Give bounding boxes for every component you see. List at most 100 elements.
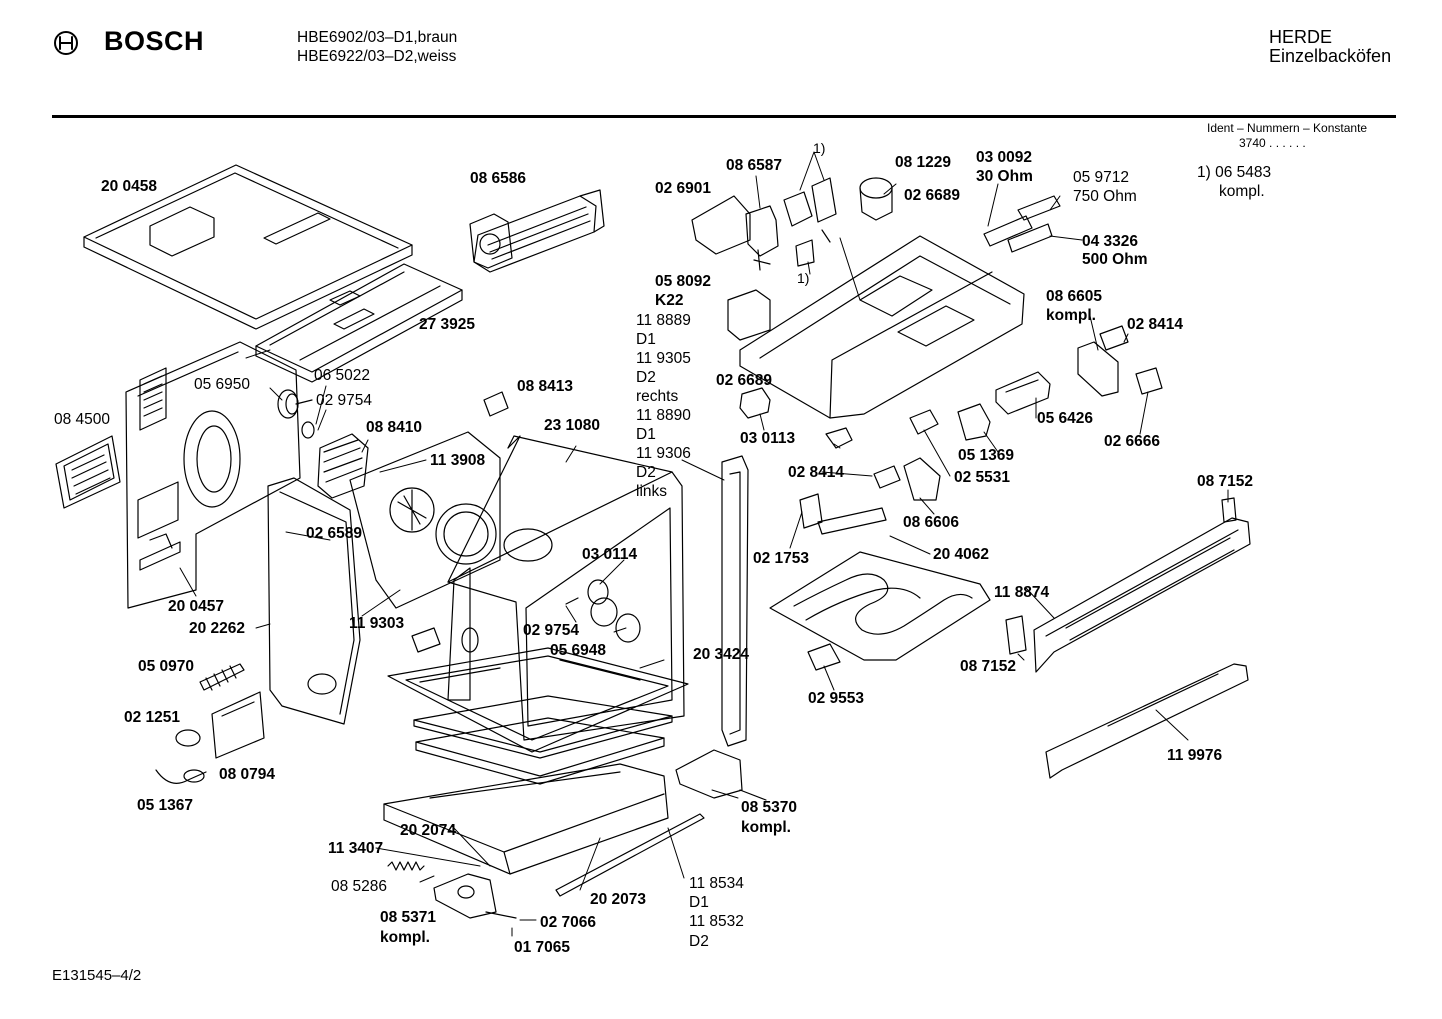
block-part <box>411 627 441 653</box>
footnote-line-1: 06 5483 <box>1215 164 1272 181</box>
label-02-6689-a: 02 6689 <box>904 187 960 204</box>
part-labels: 20 0458 08 6586 27 3925 08 4500 05 6950 … <box>54 140 1253 956</box>
top-cover-part <box>83 164 413 330</box>
resistor-part <box>983 195 1061 253</box>
end-cap-part <box>1005 497 1237 655</box>
label-11-8534-d1: D1 <box>689 894 709 911</box>
label-08-5371: 08 5371 <box>380 909 436 926</box>
bracket-part <box>903 457 941 501</box>
label-20-4062: 20 4062 <box>933 546 989 563</box>
switch-block-part <box>995 371 1051 415</box>
label-08-6606: 08 6606 <box>903 514 959 531</box>
model-line-1: HBE6902/03–D1,braun <box>297 29 458 46</box>
label-02-8414-b: 02 8414 <box>1127 316 1183 333</box>
label-08-8410: 08 8410 <box>366 419 422 436</box>
label-30-ohm: 30 Ohm <box>976 168 1033 185</box>
label-500-ohm: 500 Ohm <box>1082 251 1147 268</box>
label-08-6587: 08 6587 <box>726 157 782 174</box>
label-08-7152-a: 08 7152 <box>1197 473 1253 490</box>
tangential-fan-part <box>469 189 605 273</box>
socket-part <box>1135 367 1163 395</box>
label-11-9305: 11 9305 <box>636 350 691 367</box>
plug-part <box>483 391 509 417</box>
side-panel-part <box>125 341 301 609</box>
timer-motor-part <box>859 177 893 221</box>
label-11-8874: 11 8874 <box>994 584 1050 601</box>
ident-block: Ident – Nummern – Konstante 3740 . . . .… <box>1207 121 1367 151</box>
micro-switch-part <box>739 387 771 419</box>
label-08-0794: 08 0794 <box>219 766 275 783</box>
label-05-6948: 05 6948 <box>550 642 606 659</box>
label-11-9303: 11 9303 <box>349 615 405 632</box>
terminal-part <box>825 427 853 449</box>
label-11-8534: 11 8534 <box>689 875 744 892</box>
label-05-6426: 05 6426 <box>1037 410 1093 427</box>
label-750-ohm: 750 Ohm <box>1073 188 1137 205</box>
label-08-6605-kompl: kompl. <box>1046 307 1096 324</box>
door-gasket-part <box>387 647 689 753</box>
label-02-6901: 02 6901 <box>655 180 711 197</box>
brand-name: BOSCH <box>104 26 205 56</box>
label-d2-a: D2 <box>636 369 656 386</box>
label-k22: K22 <box>655 292 683 309</box>
header-divider <box>52 115 1396 118</box>
label-11-8532: 11 8532 <box>689 913 744 930</box>
side-support-part <box>721 455 749 747</box>
label-11-9976: 11 9976 <box>1167 747 1223 764</box>
label-08-4500: 08 4500 <box>54 411 110 428</box>
label-03-0113: 03 0113 <box>740 430 796 447</box>
model-line-2: HBE6922/03–D2,weiss <box>297 48 457 65</box>
fan-motor-part <box>301 421 369 499</box>
label-links: links <box>636 483 667 500</box>
label-08-1229: 08 1229 <box>895 154 951 171</box>
switch-part <box>783 177 837 267</box>
housing-part <box>1077 341 1119 397</box>
label-03-0092: 03 0092 <box>976 149 1032 166</box>
label-08-6605: 08 6605 <box>1046 288 1102 305</box>
document-code: E131545–4/2 <box>52 967 142 984</box>
oven-cavity-part <box>447 435 685 741</box>
label-08-5286: 08 5286 <box>331 878 387 895</box>
label-note-ref-b: 1) <box>797 270 809 286</box>
label-08-5370-kompl: kompl. <box>741 819 791 836</box>
label-11-3407: 11 3407 <box>328 840 383 857</box>
rear-panel-part <box>255 263 463 383</box>
holder-part <box>807 643 841 671</box>
label-08-8413: 08 8413 <box>517 378 573 395</box>
label-11-8890: 11 8890 <box>636 407 691 424</box>
label-02-6689-b: 02 6689 <box>716 372 772 389</box>
label-d1-b: D1 <box>636 426 656 443</box>
fan-plate-part <box>349 431 501 609</box>
thermostat-part <box>745 205 779 271</box>
control-board-part <box>211 691 265 759</box>
ident-value: 3740 . . . . . . <box>1239 136 1306 150</box>
label-d2-b: D2 <box>636 464 656 481</box>
label-05-1369: 05 1369 <box>958 447 1014 464</box>
footnote-line-2: kompl. <box>1219 183 1265 200</box>
label-20-0457: 20 0457 <box>168 598 224 615</box>
vent-grill-part <box>55 435 121 509</box>
spring-part <box>387 861 425 871</box>
label-20-3424: 20 3424 <box>693 646 749 663</box>
label-20-2262: 20 2262 <box>189 620 245 637</box>
category-line-2: Einzelbacköfen <box>1269 46 1392 66</box>
leader-lines <box>179 151 1229 937</box>
ident-label: Ident – Nummern – Konstante <box>1207 121 1368 135</box>
front-bar-part <box>1033 517 1251 673</box>
bottom-bar-part <box>1045 663 1249 779</box>
label-20-2073: 20 2073 <box>590 891 646 908</box>
label-05-6950: 05 6950 <box>194 376 250 393</box>
knob-part <box>277 389 313 419</box>
label-05-0970: 05 0970 <box>138 658 194 675</box>
control-housing-part <box>739 235 1025 419</box>
lamp-part <box>565 579 641 643</box>
tray-part <box>413 695 673 785</box>
lamp-holder-part <box>691 195 751 255</box>
relay-part <box>727 289 771 341</box>
label-d1-a: D1 <box>636 331 656 348</box>
model-list: HBE6902/03–D1,braun HBE6922/03–D2,weiss <box>297 28 457 66</box>
label-08-6586: 08 6586 <box>470 170 526 187</box>
label-02-9754-b: 02 9754 <box>523 622 579 639</box>
label-01-7065: 01 7065 <box>514 939 570 956</box>
label-27-3925: 27 3925 <box>419 316 475 333</box>
